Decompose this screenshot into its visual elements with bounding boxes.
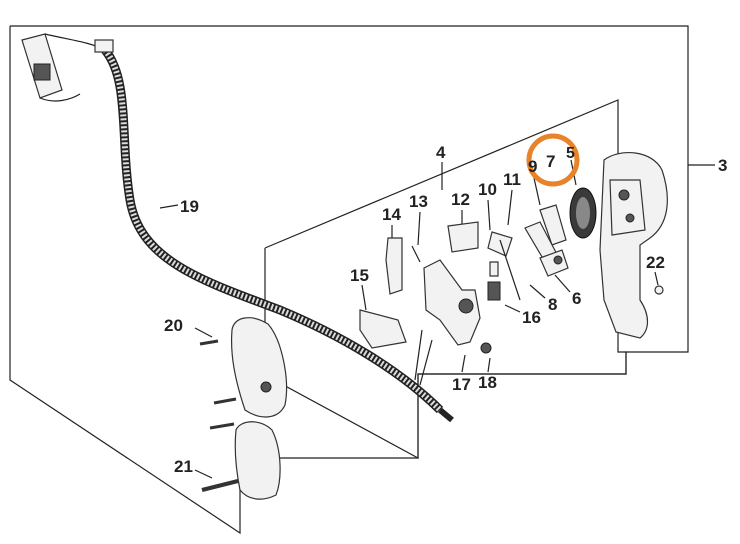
label-7: 7 [546,152,555,171]
knob-part-5 [569,187,597,239]
label-3: 3 [718,156,727,175]
label-6: 6 [572,289,581,308]
label-21: 21 [174,457,193,476]
label-22: 22 [646,253,665,272]
label-13: 13 [409,192,428,211]
label-17: 17 [452,375,471,394]
label-4: 4 [436,143,446,162]
rear-handle [199,285,664,500]
label-9: 9 [528,157,537,176]
label-18: 18 [478,373,497,392]
label-11: 11 [503,170,521,189]
handle-housing-right [599,152,668,339]
part-labels: 3 4 5 6 7 8 9 10 11 12 13 14 15 16 17 18… [164,143,727,476]
highlight-circle [526,133,580,187]
switch-parts [524,204,569,277]
label-20: 20 [164,316,183,335]
cable-assembly [21,33,454,423]
outer-frame [9,25,689,535]
trigger-part-17 [423,259,492,354]
label-5: 5 [566,145,575,162]
label-10: 10 [478,180,497,199]
leader-lines [159,159,715,479]
label-16: 16 [522,308,541,327]
label-8: 8 [548,295,557,314]
label-15: 15 [350,266,369,285]
label-12: 12 [451,190,470,209]
label-14: 14 [382,205,401,224]
label-19: 19 [180,197,199,216]
small-components [359,221,521,349]
